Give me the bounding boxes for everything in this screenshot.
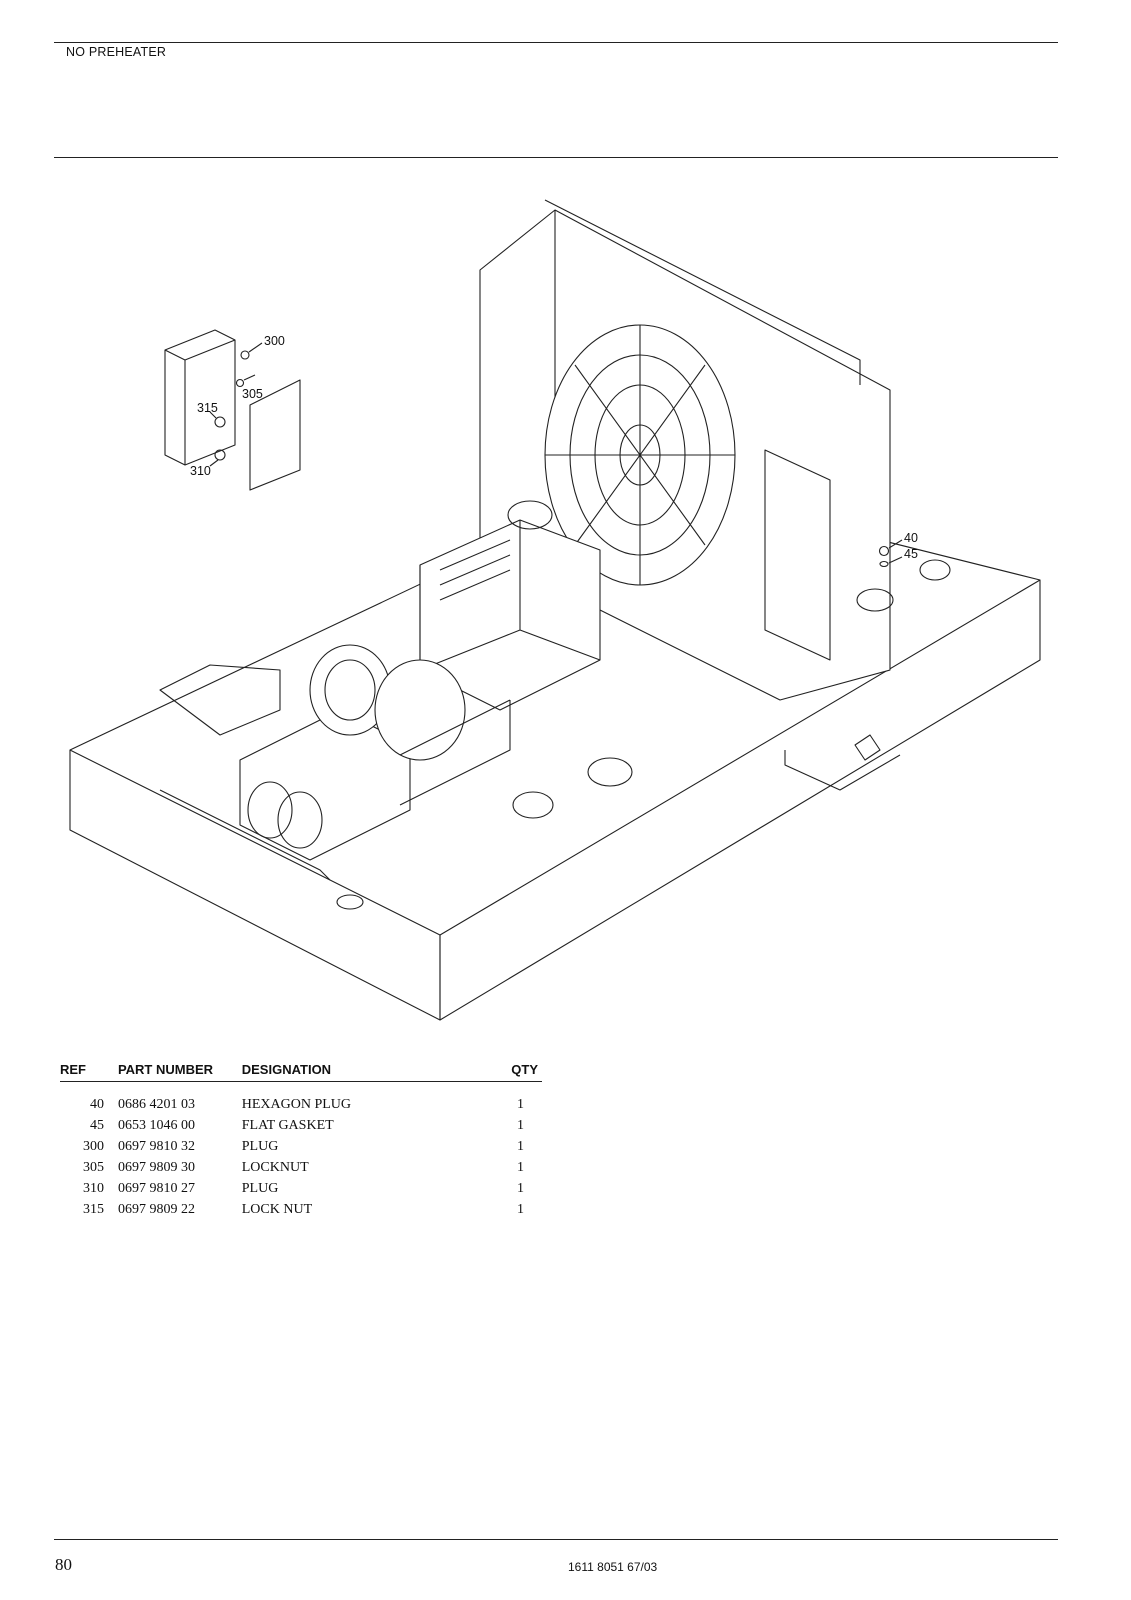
part-number-cell: 0653 1046 00 [117, 1118, 195, 1133]
designation-cell: LOCKNUT [241, 1160, 309, 1175]
ref-cell: 315 [82, 1202, 104, 1217]
callout-40: 40 [904, 531, 918, 545]
table-row: 315 0697 9809 22 LOCK NUT 1 [60, 1199, 542, 1220]
column-header-designation: DESIGNATION [241, 1062, 512, 1082]
callout-305: 305 [242, 387, 263, 401]
table-row: 300 0697 9810 32 PLUG 1 [60, 1136, 542, 1157]
ref-cell: 40 [89, 1097, 104, 1112]
document-number: 1611 8051 67/03 [568, 1560, 658, 1574]
base-frame-front-right [439, 580, 1041, 1021]
callout-300: 300 [264, 334, 285, 348]
part-number-cell: 0697 9810 27 [117, 1181, 195, 1196]
callout-315: 315 [197, 401, 218, 415]
qty-cell: 1 [517, 1160, 524, 1175]
control-box [164, 329, 236, 466]
part-number-cell: 0697 9810 32 [117, 1139, 195, 1154]
header-bottom-rule [54, 157, 1058, 158]
callout-310: 310 [190, 464, 211, 478]
part-number-cell: 0686 4201 03 [117, 1097, 195, 1112]
ref-cell: 305 [82, 1160, 104, 1175]
footer-rule [54, 1539, 1058, 1540]
table-row: 45 0653 1046 00 FLAT GASKET 1 [60, 1115, 542, 1136]
ref-cell: 310 [82, 1181, 104, 1196]
part-number-cell: 0697 9809 22 [117, 1202, 195, 1217]
section-title: NO PREHEATER [66, 45, 167, 59]
machine-line-drawing: 300 305 315 310 40 45 [69, 199, 1041, 1021]
qty-cell: 1 [517, 1139, 524, 1154]
ref-cell: 300 [82, 1139, 104, 1154]
column-header-ref: REF [60, 1062, 118, 1082]
qty-cell: 1 [517, 1118, 524, 1133]
page-number: 80 [55, 1555, 72, 1574]
control-box-cover [249, 379, 301, 491]
qty-cell: 1 [517, 1181, 524, 1196]
header-top-rule [54, 42, 1058, 43]
ref-cell: 45 [89, 1118, 104, 1133]
part-number-cell: 0697 9809 30 [117, 1160, 195, 1175]
parts-table: REF PART NUMBER DESIGNATION QTY 40 0686 … [60, 1062, 542, 1220]
parts-table-header: REF PART NUMBER DESIGNATION QTY [60, 1062, 542, 1082]
column-header-part-number: PART NUMBER [117, 1062, 242, 1082]
qty-cell: 1 [517, 1202, 524, 1217]
designation-cell: FLAT GASKET [241, 1118, 334, 1133]
column-header-qty: QTY [511, 1062, 542, 1082]
table-row: 40 0686 4201 03 HEXAGON PLUG 1 [60, 1082, 542, 1116]
designation-cell: PLUG [241, 1139, 279, 1154]
qty-cell: 1 [517, 1097, 524, 1112]
callout-45: 45 [904, 547, 918, 561]
designation-cell: PLUG [241, 1181, 279, 1196]
exploded-view-drawing: 300 305 315 310 40 45 [40, 190, 1060, 1050]
designation-cell: LOCK NUT [241, 1202, 313, 1217]
table-row: 305 0697 9809 30 LOCKNUT 1 [60, 1157, 542, 1178]
designation-cell: HEXAGON PLUG [241, 1097, 352, 1112]
table-row: 310 0697 9810 27 PLUG 1 [60, 1178, 542, 1199]
